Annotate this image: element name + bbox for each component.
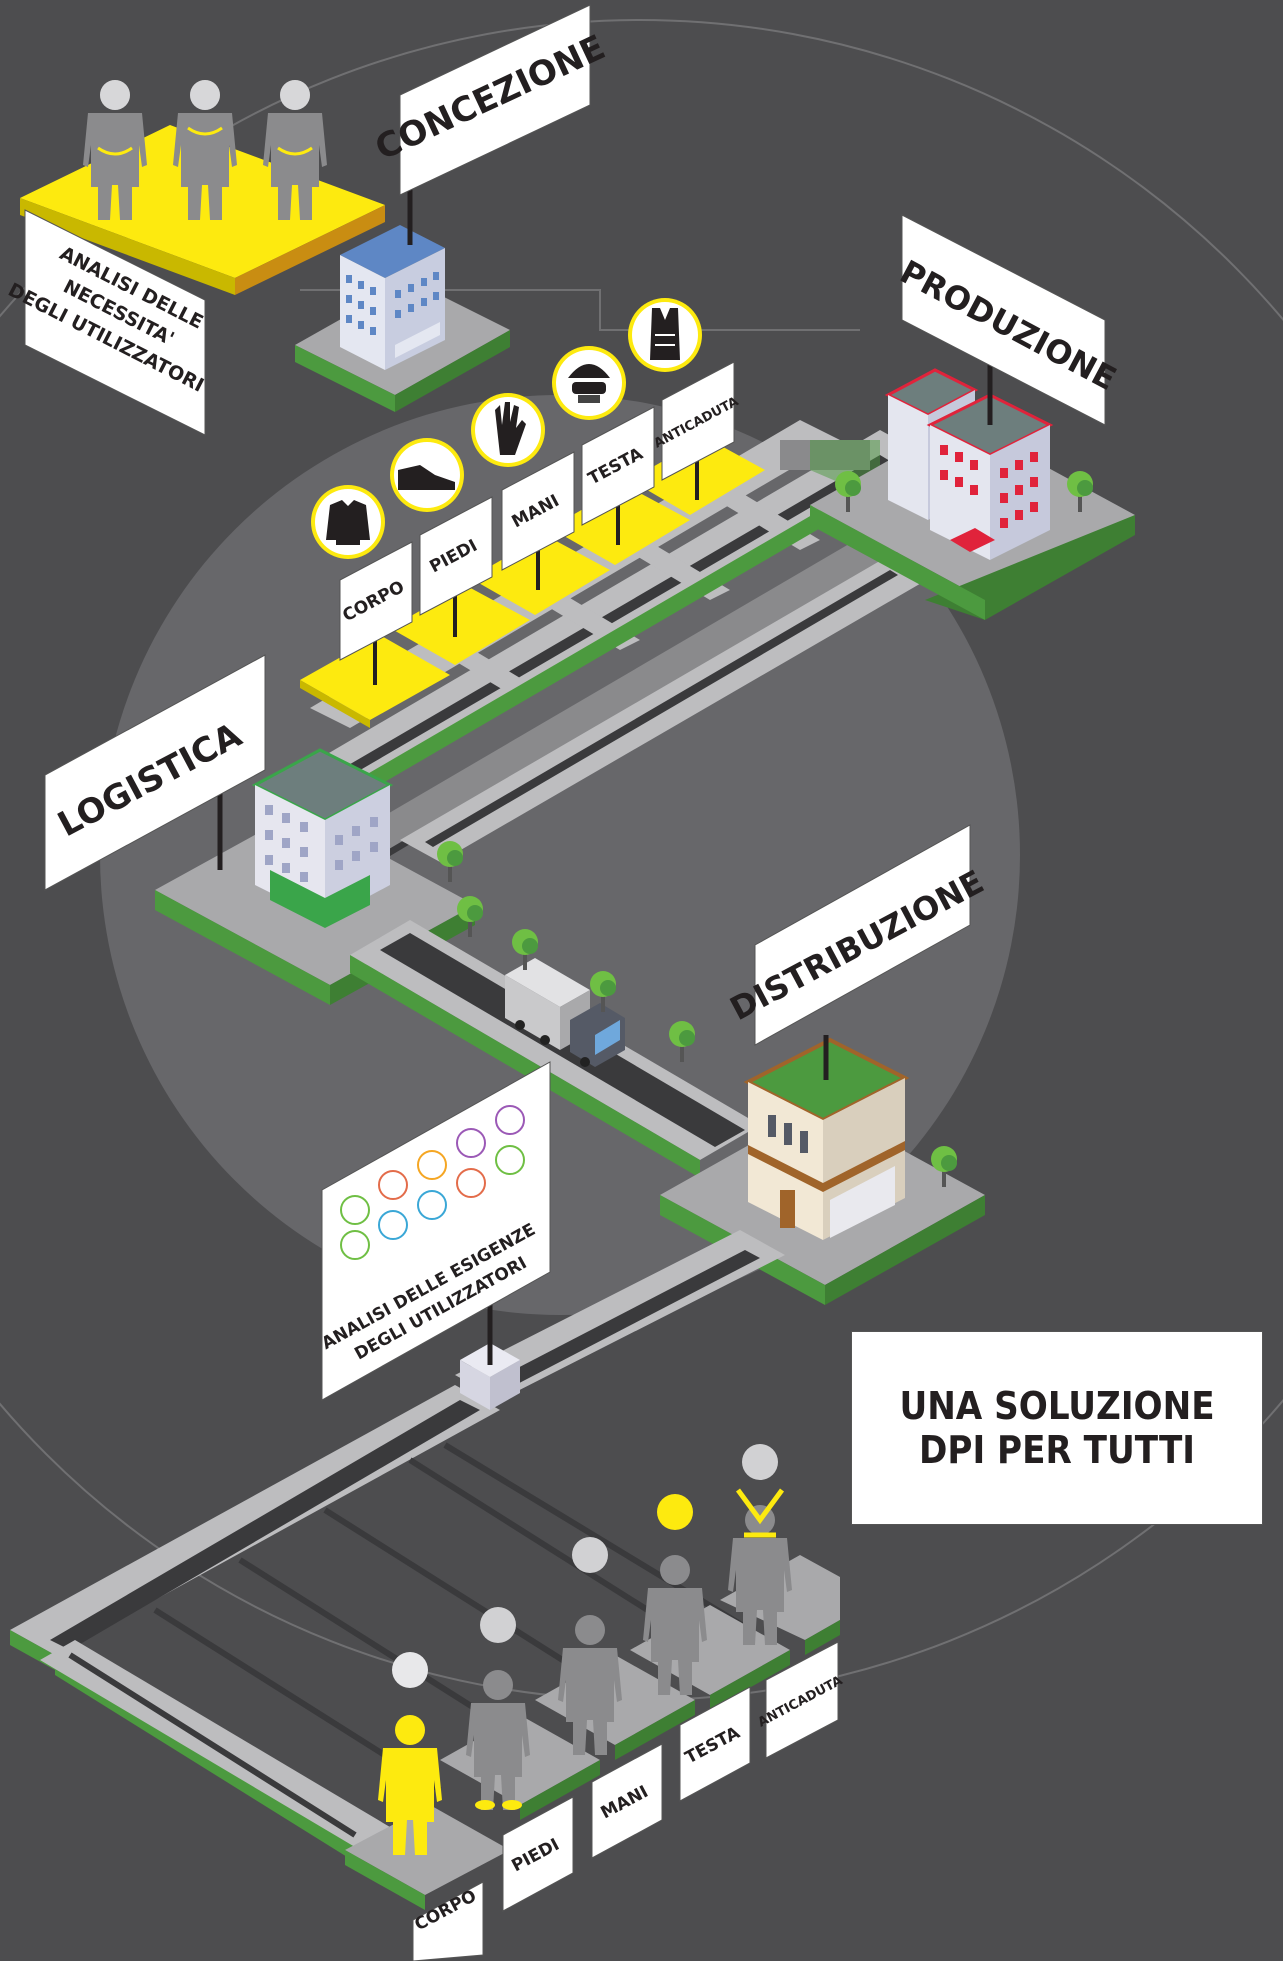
sign-anticaduta: ANTICADUTA [652,361,741,481]
shoe-icon [390,438,464,512]
category-signs-top: CORPO PIEDI MANI TESTA ANTICADUTA [339,361,741,685]
distribuzione-building [743,1037,910,1240]
workers-bottom [378,1444,792,1855]
truck-icon [505,958,625,1067]
sign-concezione: CONCEZIONE [369,4,611,245]
jacket-icon [311,485,385,559]
helmet-icon [552,346,626,420]
tagline-box: UNA SOLUZIONE DPI PER TUTTI [851,1331,1263,1525]
glove-icon [471,393,545,467]
sign-piedi: PIEDI [419,496,493,616]
sign-piedi-bottom: PIEDI [502,1796,574,1912]
concezione-building [340,225,445,370]
industry-icons [340,1105,525,1260]
produzione-building [884,368,1054,560]
sign-testa-bottom: TESTA [679,1686,751,1802]
sign-corpo: CORPO [339,541,413,661]
sign-mani-bottom: MANI [591,1743,663,1859]
category-icons [311,298,702,559]
sign-anticaduta-bottom: ANTICADUTA [756,1641,845,1759]
sign-analisi-esigenze: ANALISI DELLE ESIGENZE DEGLI UTILIZZATOR… [318,1061,551,1401]
tagline: UNA SOLUZIONE DPI PER TUTTI [899,1384,1215,1472]
harness-icon [628,298,702,372]
sign-mani: MANI [501,451,575,571]
sign-analisi-necessita: ANALISI DELLE NECESSITA' DEGLI UTILIZZAT… [5,209,207,436]
logistica-building [251,748,394,928]
sign-testa: TESTA [581,406,655,526]
users-group [83,80,327,220]
